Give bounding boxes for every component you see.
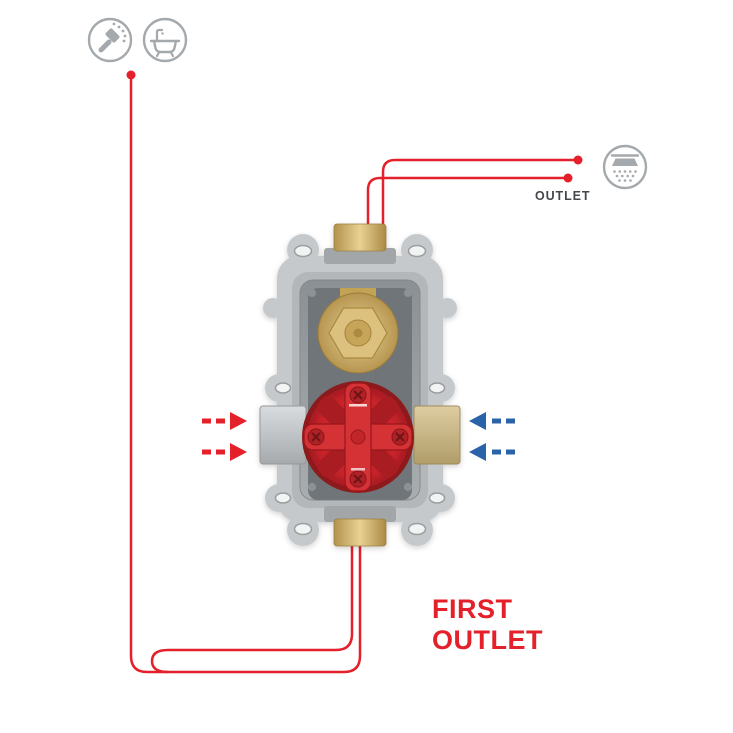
bottom-port-collar [324, 506, 396, 522]
mounting-hole [428, 382, 446, 394]
mounting-hole [274, 382, 292, 394]
cartridge-screw [391, 428, 409, 446]
cold-inlet-arrow [469, 443, 515, 461]
hot-inlet-arrow [202, 412, 247, 430]
mounting-hole [407, 244, 427, 258]
first-outlet-label-line1: FIRST [432, 594, 513, 624]
bottom-outlet-port [324, 506, 396, 547]
recess-screw [308, 289, 316, 297]
mounting-hole [293, 522, 313, 536]
diverter-hex-fitting [317, 288, 399, 374]
pipe-line-bottom-outer [129, 78, 362, 674]
handshower-icon [87, 17, 133, 63]
endpoint-dot [563, 173, 573, 183]
cold-inlet-arrow [469, 412, 515, 430]
cartridge-screws [307, 386, 409, 488]
first-outlet-label-line2: OUTLET [432, 625, 543, 655]
pipe-line-bottom-inner [150, 536, 354, 674]
hot-inlet-arrow [202, 443, 247, 461]
cartridge-screw [349, 386, 367, 404]
recess-screws [308, 289, 412, 491]
pipe-line-endpoints [126, 70, 583, 183]
recess-screw [404, 289, 412, 297]
valve-body [259, 223, 461, 547]
recess-screw [308, 483, 316, 491]
mounting-hole [407, 522, 427, 536]
cartridge [302, 381, 414, 493]
cartridge-marking [351, 468, 365, 471]
bathtub-icon [142, 17, 188, 63]
endpoint-dot [126, 70, 136, 80]
cartridge-screw [349, 470, 367, 488]
cold-inlet-arrows [469, 412, 515, 461]
left-inlet-port [259, 405, 307, 465]
pipe-line-top-lower [366, 176, 566, 246]
cartridge-center-cap [350, 429, 366, 445]
overhead-shower-icon [602, 144, 648, 190]
recess-screw [404, 483, 412, 491]
mounting-hole [428, 492, 446, 504]
right-inlet-port [413, 405, 461, 465]
top-port-brass [333, 223, 387, 252]
cartridge-marking [349, 404, 367, 407]
hot-inlet-arrows [202, 412, 247, 461]
top-port-collar [324, 248, 396, 264]
cartridge-screw [307, 428, 325, 446]
bottom-port-brass [333, 518, 387, 547]
mounting-hole [293, 244, 313, 258]
pipe-line-top-upper [381, 158, 576, 246]
first-outlet-label: FIRST OUTLET [432, 594, 543, 656]
first-outlet-pipe-lines [129, 78, 576, 674]
endpoint-dot [573, 155, 583, 165]
mounting-holes [274, 244, 446, 536]
top-outlet-port [324, 223, 396, 264]
mounting-hole [274, 492, 292, 504]
outlet-label: OUTLET [535, 189, 591, 203]
